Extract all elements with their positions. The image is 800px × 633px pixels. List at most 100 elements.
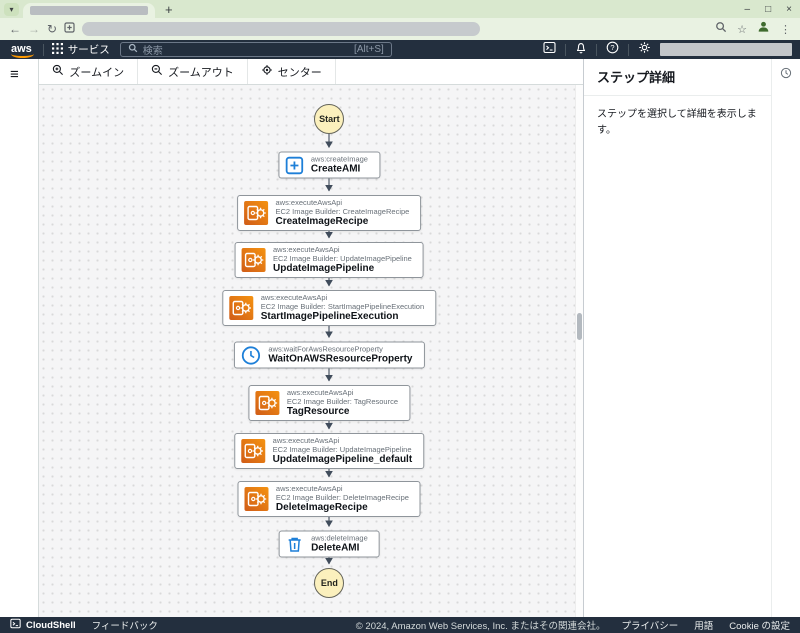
hamburger-menu-icon[interactable]: ≡	[10, 66, 19, 83]
node-name-label: UpdateImagePipeline	[273, 263, 375, 274]
feedback-link[interactable]: フィードバック	[91, 621, 158, 632]
cloudshell-button[interactable]: CloudShell	[10, 618, 76, 632]
node-name-label: WaitOnAWSResourceProperty	[268, 353, 413, 365]
cloudshell-label: CloudShell	[26, 619, 76, 631]
node-api-label: aws:executeAwsApi	[272, 436, 340, 445]
imagebuilder-icon	[244, 201, 269, 225]
zoom-in-label: ズームイン	[69, 66, 125, 79]
node-resource-label: EC2 Image Builder: CreateImageRecipe	[275, 207, 410, 216]
site-info-icon[interactable]	[64, 20, 75, 38]
zoom-icon[interactable]	[715, 20, 727, 38]
cloudshell-terminal-icon	[10, 618, 21, 632]
privacy-link[interactable]: プライバシー	[621, 621, 679, 632]
main-content: ≡ ズームイン	[0, 59, 800, 617]
aws-search-input[interactable]: 検索 [Alt+S]	[119, 42, 392, 57]
nav-divider	[596, 43, 597, 56]
aws-logo[interactable]: aws	[8, 43, 35, 58]
node-api-label: aws:executeAwsApi	[275, 198, 343, 207]
minimize-button[interactable]: –	[744, 3, 751, 15]
zoom-in-button[interactable]: ズームイン	[39, 59, 137, 84]
center-label: センター	[277, 66, 322, 79]
settings-gear-icon[interactable]	[638, 41, 651, 59]
account-name-redacted[interactable]	[660, 43, 792, 56]
canvas-scrollbar[interactable]	[575, 85, 583, 617]
copyright-text: © 2024, Amazon Web Services, Inc. またはその関…	[355, 621, 606, 632]
node-name-label: DeleteAMI	[311, 542, 360, 554]
reload-icon[interactable]: ↻	[47, 22, 58, 36]
browser-tab-strip: ▾ + – □ ×	[0, 0, 800, 18]
zoom-out-label: ズームアウト	[168, 66, 234, 79]
node-name-label: TagResource	[286, 406, 350, 417]
zoom-out-button[interactable]: ズームアウト	[138, 59, 247, 84]
node-name-label: StartImagePipelineExecution	[260, 311, 399, 322]
node-resource-label: EC2 Image Builder: UpdateImagePipeline	[272, 445, 412, 454]
tab-chevron-icon[interactable]: ▾	[4, 2, 19, 16]
panel-icon-strip	[772, 59, 800, 617]
canvas-scrollbar-thumb[interactable]	[577, 313, 582, 340]
zoom-in-icon	[52, 64, 64, 79]
node-name-label: UpdateImagePipeline_default	[272, 454, 413, 465]
toolbar-divider	[334, 59, 336, 84]
nav-divider	[42, 43, 44, 56]
browser-menu-icon[interactable]: ⋮	[780, 23, 791, 36]
console-footer: CloudShell フィードバック © 2024, Amazon Web Se…	[0, 617, 800, 633]
cloudshell-icon[interactable]	[543, 41, 556, 59]
clock-icon	[241, 345, 261, 365]
node-resource-label: EC2 Image Builder: UpdateImagePipeline	[273, 254, 412, 263]
help-icon[interactable]: ?	[606, 41, 619, 59]
node-resource-label: EC2 Image Builder: DeleteImageRecipe	[275, 493, 409, 502]
start-node: Start	[314, 104, 345, 134]
forward-icon[interactable]: →	[28, 22, 40, 36]
node-name-label: DeleteImageRecipe	[275, 502, 368, 513]
step-detail-content: ステップ詳細 ステップを選択して詳細を表示します。	[584, 59, 772, 617]
center-button[interactable]: センター	[248, 59, 335, 84]
toolbar-divider	[137, 59, 139, 84]
imagebuilder-icon	[229, 296, 254, 320]
grid-icon	[51, 42, 63, 57]
history-clock-icon[interactable]	[780, 66, 792, 84]
center-target-icon	[261, 64, 273, 79]
close-button[interactable]: ×	[786, 3, 792, 15]
services-menu-button[interactable]: サービス	[51, 42, 110, 57]
zoom-out-icon	[151, 64, 163, 79]
step-detail-title: ステップ詳細	[584, 59, 771, 96]
back-icon[interactable]: ←	[9, 22, 21, 36]
node-resource-label: EC2 Image Builder: TagResource	[286, 397, 399, 406]
services-label: サービス	[67, 44, 110, 56]
plus-icon	[286, 156, 304, 174]
profile-avatar-icon[interactable]	[757, 20, 770, 38]
end-node: End	[314, 568, 345, 598]
node-api-label: aws:executeAwsApi	[275, 484, 343, 493]
nav-utilities: ?	[543, 41, 792, 59]
url-redacted[interactable]	[82, 22, 481, 36]
node-api-label: aws:executeAwsApi	[286, 388, 354, 397]
nav-divider	[565, 43, 566, 56]
node-name-label: CreateImageRecipe	[275, 216, 369, 227]
node-api-label: aws:executeAwsApi	[260, 293, 328, 302]
node-api-label: aws:createImage	[310, 154, 368, 164]
node-resource-label: EC2 Image Builder: StartImagePipelineExe…	[260, 302, 425, 311]
bookmark-star-icon[interactable]: ☆	[737, 23, 747, 36]
toolbar-divider	[246, 59, 248, 84]
tab-title-redacted	[30, 6, 148, 15]
aws-nav-bar: aws サービス 検索 [Alt+S]	[0, 40, 800, 59]
terms-link[interactable]: 用語	[694, 621, 714, 632]
maximize-button[interactable]: □	[765, 3, 772, 15]
svg-text:?: ?	[610, 43, 614, 52]
cookie-settings-link[interactable]: Cookie の設定	[729, 621, 790, 632]
new-tab-button[interactable]: +	[165, 1, 173, 17]
notifications-bell-icon[interactable]	[575, 41, 587, 59]
browser-tab[interactable]	[23, 3, 155, 18]
